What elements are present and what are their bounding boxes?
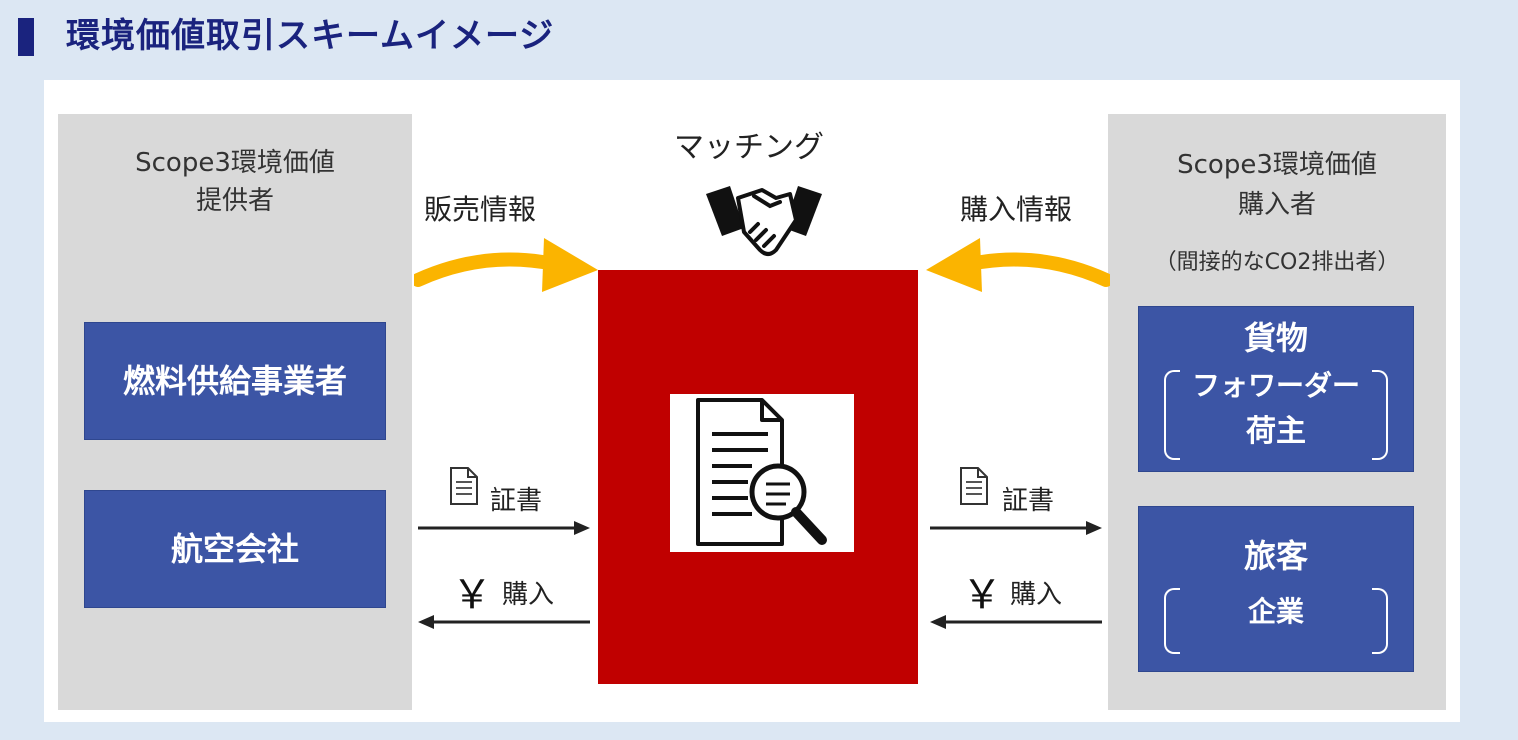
sales-info-arrow	[414, 238, 598, 292]
purchase-info-arrow	[926, 238, 1110, 292]
buyer-title-line2: 購入者	[1237, 190, 1316, 220]
purchase-label-left: 購入	[502, 580, 555, 610]
heading-marker	[18, 18, 34, 56]
shipper-label: 荷主	[1246, 414, 1306, 449]
cargo-label: 貨物	[1243, 319, 1308, 357]
provider-title-line1: Scope3環境価値	[135, 148, 335, 178]
buyer-entity-passenger: 旅客 企業	[1138, 506, 1414, 672]
handshake-icon	[706, 186, 822, 256]
fuel-supplier-label: 燃料供給事業者	[122, 362, 347, 400]
yen-icon-left: ￥	[452, 572, 492, 618]
cargo-bracket-left	[1164, 370, 1180, 460]
certificate-label-right: 証書	[1002, 486, 1055, 516]
diagram-panel: Scope3環境価値 提供者 燃料供給事業者 航空会社 Scope3環境価値 購…	[44, 80, 1460, 722]
document-icon	[960, 467, 988, 505]
matching-platform-box	[598, 270, 918, 684]
payment-arrow-right	[930, 615, 1102, 629]
buyer-title-line1: Scope3環境価値	[1177, 150, 1377, 180]
sales-info-label: 販売情報	[424, 193, 537, 226]
company-label: 企業	[1247, 595, 1304, 628]
provider-entity-airline: 航空会社	[84, 490, 386, 608]
certificate-label-left: 証書	[490, 486, 543, 516]
purchase-info-label: 購入情報	[960, 193, 1073, 226]
certificate-arrow-left	[418, 521, 590, 535]
document-search-icon	[696, 398, 827, 546]
document-icon	[450, 467, 478, 505]
yen-icon-right: ￥	[962, 572, 1002, 618]
cargo-bracket-right	[1372, 370, 1388, 460]
payment-arrow-left	[418, 615, 590, 629]
airline-label: 航空会社	[170, 530, 299, 568]
provider-title-line2: 提供者	[195, 186, 274, 216]
provider-column: Scope3環境価値 提供者 燃料供給事業者 航空会社	[58, 114, 412, 710]
document-card	[670, 394, 854, 552]
buyer-entity-cargo: 貨物 フォワーダー 荷主	[1138, 306, 1414, 472]
purchase-label-right: 購入	[1010, 580, 1063, 610]
page-title: 環境価値取引スキームイメージ	[66, 16, 555, 56]
provider-entity-fuel: 燃料供給事業者	[84, 322, 386, 440]
buyer-column: Scope3環境価値 購入者 （間接的なCO2排出者） 貨物 フォワーダー 荷主…	[1108, 114, 1446, 710]
passenger-bracket-right	[1372, 588, 1388, 654]
forwarder-label: フォワーダー	[1191, 369, 1360, 402]
certificate-arrow-right	[930, 521, 1102, 535]
buyer-subtitle: （間接的なCO2排出者）	[1154, 250, 1400, 275]
passenger-bracket-left	[1164, 588, 1180, 654]
passenger-label: 旅客	[1243, 537, 1308, 575]
matching-label: マッチング	[674, 130, 824, 165]
